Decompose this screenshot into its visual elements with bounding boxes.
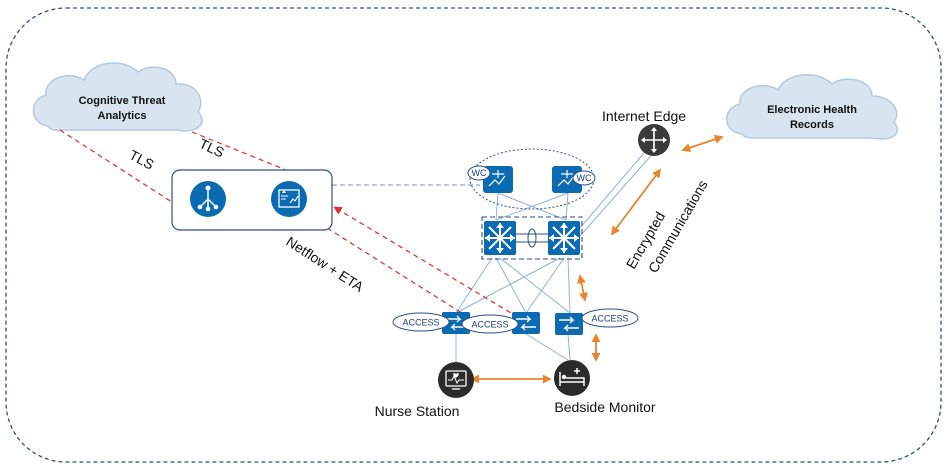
cloud-title-line2: Analytics — [98, 110, 147, 122]
access-label: ACCESS — [591, 314, 628, 324]
core-switch-group — [481, 216, 583, 260]
core-switch-right[interactable] — [548, 221, 580, 255]
netflow-eta-label: Netflow + ETA — [283, 233, 367, 295]
tls-label-right: TLS — [197, 135, 227, 160]
cloud-title-line1: Cognitive Threat — [79, 95, 166, 107]
bedside-monitor-label: Bedside Monitor — [554, 399, 656, 415]
access-label: ACCESS — [471, 320, 508, 330]
analytics-console-icon — [271, 181, 307, 217]
cloud-electronic-health-records: Electronic Health Records — [726, 74, 899, 140]
cloud-title-line1: Electronic Health — [767, 104, 857, 116]
wireless-controller-group: WC WC — [467, 148, 596, 210]
tls-label-left: TLS — [127, 147, 157, 173]
cloud-title-line2: Records — [790, 119, 834, 131]
internet-edge-router[interactable] — [638, 124, 670, 156]
bedside-monitor-device[interactable] — [554, 360, 590, 396]
access-label: ACCESS — [402, 318, 439, 328]
nurse-station-label: Nurse Station — [375, 403, 460, 419]
network-boundary — [5, 7, 942, 463]
cloud-cognitive-threat-analytics: Cognitive Threat Analytics — [32, 62, 203, 132]
wireless-controller-right[interactable]: WC — [552, 166, 596, 193]
vss-link-icon — [516, 228, 548, 248]
core-switch-left[interactable] — [484, 221, 516, 255]
wc-label: WC — [577, 173, 592, 183]
access-switch-3[interactable]: ACCESS — [555, 308, 639, 335]
flow-collector-icon — [190, 181, 226, 217]
access-switch-1[interactable]: ACCESS — [392, 312, 470, 334]
tls-netflow-flows — [59, 129, 527, 323]
nurse-station-device[interactable] — [438, 362, 474, 398]
wireless-controller-left[interactable]: WC — [467, 165, 513, 193]
cta-appliance-box[interactable] — [171, 169, 333, 231]
traffic-arrows — [234, 135, 724, 384]
access-switch-2[interactable]: ACCESS — [461, 312, 540, 334]
wc-label: WC — [472, 168, 487, 178]
internet-edge-label: Internet Edge — [602, 108, 686, 124]
